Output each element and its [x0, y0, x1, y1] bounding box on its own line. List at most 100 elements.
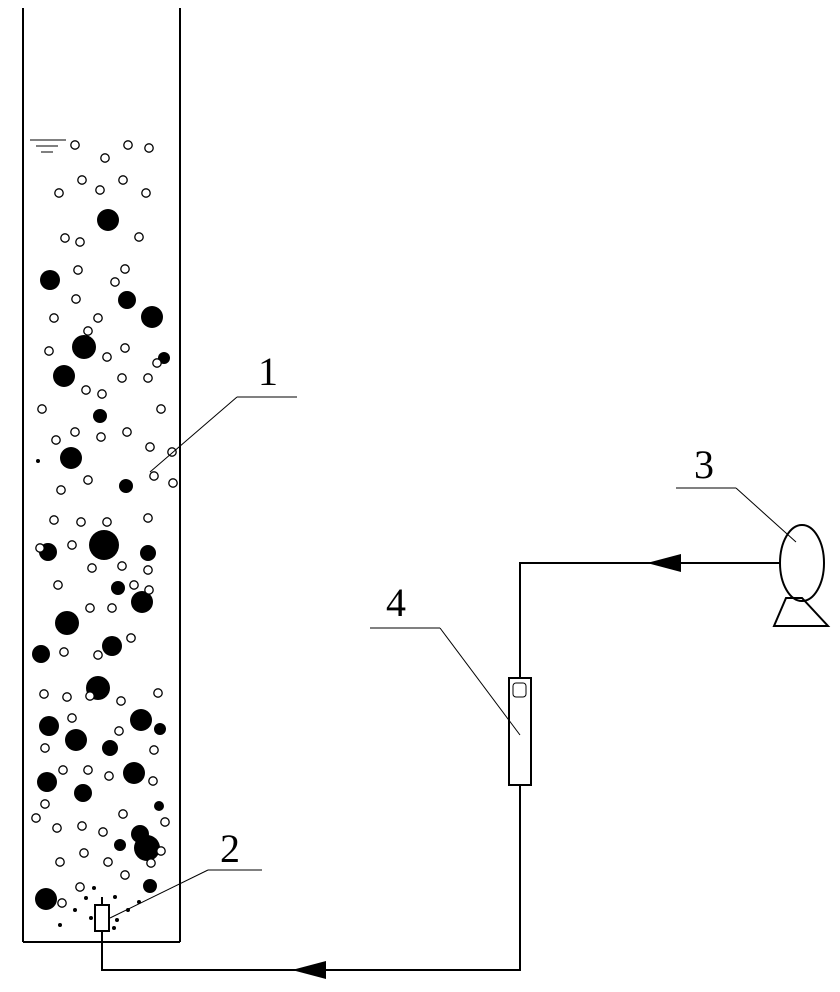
- water-level-icon: [30, 139, 66, 153]
- bubble: [77, 175, 87, 185]
- bubble: [156, 404, 166, 414]
- bubble: [129, 580, 139, 590]
- bubble: [71, 294, 81, 304]
- bubble: [102, 517, 112, 527]
- bubble: [93, 650, 103, 660]
- bubble: [110, 277, 120, 287]
- bubble: [122, 427, 132, 437]
- bubble: [143, 513, 153, 523]
- solid-particle: [154, 723, 166, 735]
- solid-particle: [112, 926, 116, 930]
- bubble: [60, 233, 70, 243]
- diffuser-icon: [94, 897, 110, 932]
- bubble: [153, 688, 163, 698]
- solid-particle: [119, 479, 133, 493]
- bubble: [76, 517, 86, 527]
- solid-particle: [93, 409, 107, 423]
- solid-particle: [140, 545, 156, 561]
- bubble: [96, 432, 106, 442]
- bubble: [52, 823, 62, 833]
- solid-particle: [114, 839, 126, 851]
- bubble: [57, 898, 67, 908]
- flow-arrow-icon: [292, 961, 326, 979]
- solid-particle: [55, 611, 79, 635]
- piping: [101, 554, 780, 979]
- bubble: [49, 313, 59, 323]
- solid-particle: [115, 918, 119, 922]
- solid-particle: [111, 581, 125, 595]
- bubble: [149, 471, 159, 481]
- solid-particle: [131, 591, 153, 613]
- bubble: [149, 745, 159, 755]
- bubble: [51, 435, 61, 445]
- bubble: [97, 389, 107, 399]
- supply-pipe: [519, 562, 780, 678]
- label-column: 1: [258, 349, 278, 394]
- bubble: [148, 776, 158, 786]
- solid-particle: [58, 923, 62, 927]
- bubble: [114, 726, 124, 736]
- bubble: [31, 813, 41, 823]
- bubble: [62, 692, 72, 702]
- solid-particle: [141, 306, 163, 328]
- bubble: [56, 485, 66, 495]
- solid-particle: [113, 895, 117, 899]
- bubble: [167, 447, 177, 457]
- bubble: [117, 561, 127, 571]
- bubble: [73, 265, 83, 275]
- bubble: [152, 358, 162, 368]
- bubble: [83, 326, 93, 336]
- bubble: [144, 143, 154, 153]
- bubble: [59, 647, 69, 657]
- bubble: [126, 633, 136, 643]
- bubble: [70, 427, 80, 437]
- bubble: [144, 585, 154, 595]
- bubble: [118, 175, 128, 185]
- solid-particle: [97, 209, 119, 231]
- solid-particle: [53, 365, 75, 387]
- bubble: [67, 713, 77, 723]
- bubble: [55, 857, 65, 867]
- label-diffuser: 2: [220, 826, 240, 871]
- bubble: [168, 478, 178, 488]
- solid-particle: [39, 716, 59, 736]
- label-pump: 3: [694, 442, 714, 487]
- bubble: [118, 809, 128, 819]
- bubble: [98, 827, 108, 837]
- bubble: [145, 442, 155, 452]
- bubble: [85, 603, 95, 613]
- solid-particle: [143, 879, 157, 893]
- bubble: [93, 313, 103, 323]
- bubble: [146, 858, 156, 868]
- solid-particle: [92, 886, 96, 890]
- solid-particle: [154, 801, 164, 811]
- bubble: [120, 264, 130, 274]
- solid-particle: [65, 729, 87, 751]
- solid-particle: [130, 709, 152, 731]
- bubble: [39, 689, 49, 699]
- bubble: [49, 515, 59, 525]
- bubble: [53, 580, 63, 590]
- bubble: [58, 765, 68, 775]
- bubble: [160, 817, 170, 827]
- solid-particle: [134, 835, 160, 861]
- bubble: [141, 188, 151, 198]
- solid-particle: [102, 636, 122, 656]
- solid-particle: [102, 740, 118, 756]
- bubble: [40, 799, 50, 809]
- bubble: [95, 185, 105, 195]
- solid-particle: [35, 888, 57, 910]
- bubble: [85, 691, 95, 701]
- bubble: [44, 346, 54, 356]
- leader-lines: [109, 396, 797, 919]
- solid-particle: [60, 447, 82, 469]
- bubble: [107, 603, 117, 613]
- solid-particle: [37, 772, 57, 792]
- bubble: [134, 232, 144, 242]
- bubble: [156, 846, 166, 856]
- solid-particle: [32, 645, 50, 663]
- flowmeter-icon: [508, 677, 532, 786]
- label-flowmeter: 4: [386, 580, 406, 625]
- bubble: [81, 385, 91, 395]
- bubble: [75, 882, 85, 892]
